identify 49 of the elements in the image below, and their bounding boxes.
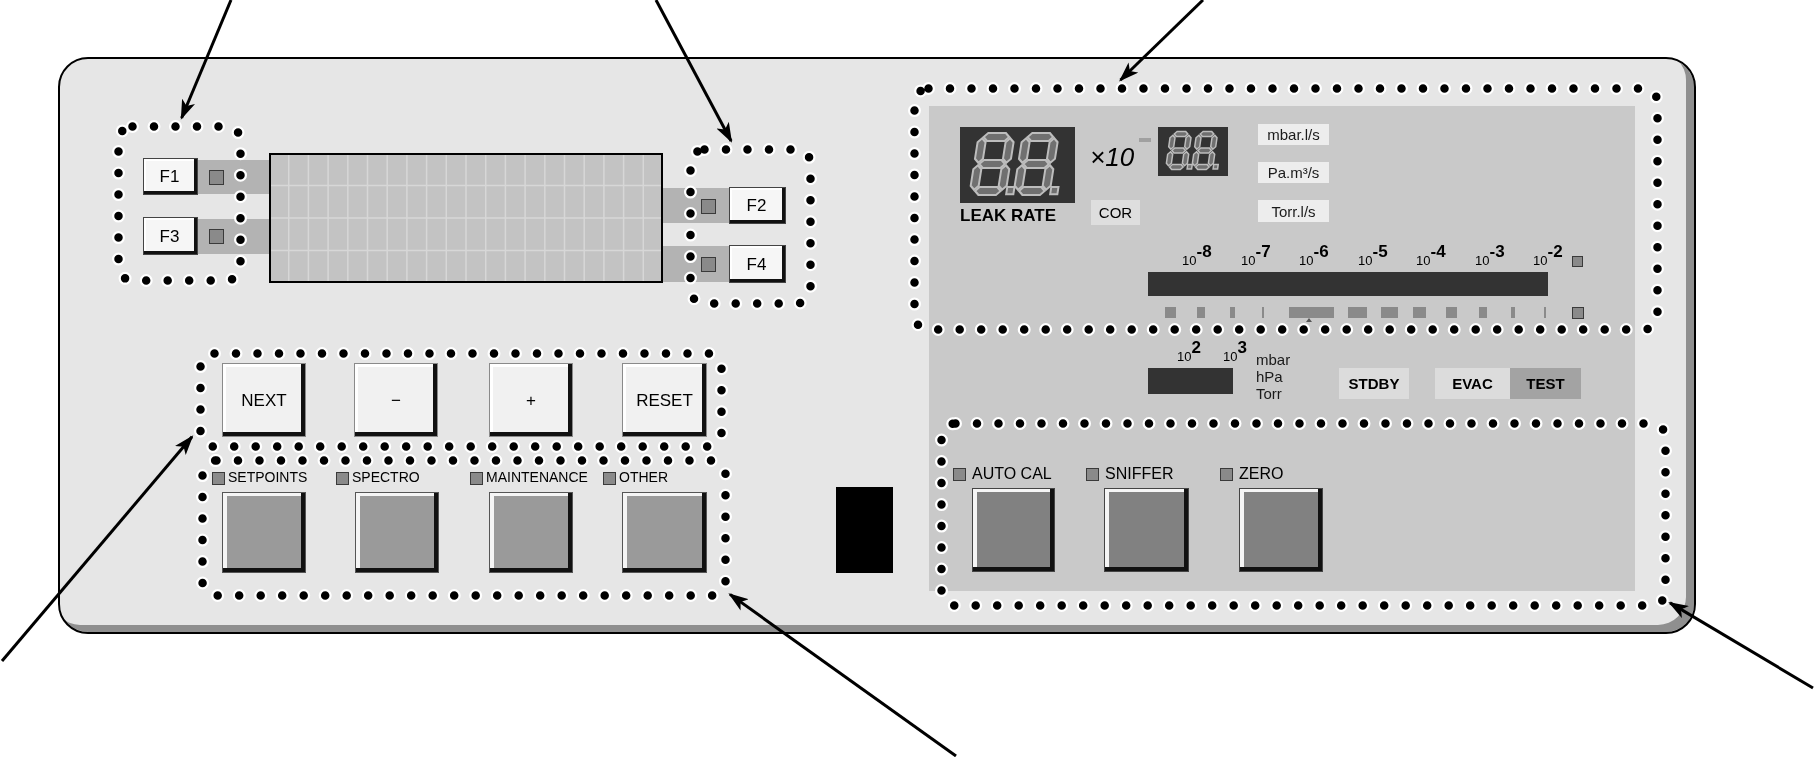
dotted-group-outline — [196, 454, 732, 602]
unit-label: Torr — [1256, 385, 1282, 402]
control-key: RESET — [622, 363, 707, 437]
dotted-group-outline — [684, 143, 817, 310]
unit-indicator: Torr.l/s — [1258, 200, 1329, 222]
mode-indicator: TEST — [1510, 368, 1581, 399]
pointer-arrow — [1668, 601, 1814, 690]
blank-key — [1104, 488, 1189, 572]
blank-key — [1239, 488, 1323, 572]
blank-key — [355, 492, 439, 573]
device-front-panel — [58, 57, 1696, 634]
key-caption: ZERO — [1239, 465, 1284, 483]
blank-key — [622, 492, 707, 573]
blank-key — [222, 492, 306, 573]
sensor-window — [836, 487, 893, 573]
function-key: F1 — [143, 158, 198, 195]
pointer-arrow — [180, 0, 233, 120]
key-caption: SETPOINTS — [228, 469, 308, 485]
control-key: NEXT — [222, 363, 306, 437]
control-key: − — [354, 363, 438, 437]
status-indicator: COR — [1091, 200, 1140, 225]
function-key: F2 — [729, 187, 786, 224]
blank-key — [972, 488, 1055, 572]
key-caption: SPECTRO — [352, 469, 420, 485]
display-caption: LEAK RATE — [960, 207, 1056, 225]
unit-label: hPa — [1256, 368, 1283, 385]
key-caption: OTHER — [619, 469, 668, 485]
unit-indicator: Pa.m³/s — [1258, 162, 1329, 183]
key-caption: MAINTENANCE — [486, 469, 588, 485]
pointer-arrow — [728, 593, 957, 757]
control-key: + — [489, 363, 573, 437]
dotted-group-outline — [908, 82, 1664, 336]
dotted-group-outline — [112, 120, 247, 287]
mode-indicator: STDBY — [1339, 368, 1409, 399]
key-caption: SNIFFER — [1105, 465, 1174, 483]
pointer-arrow — [1119, 0, 1205, 82]
mode-indicator: EVAC — [1435, 368, 1510, 399]
pointer-arrow — [0, 435, 194, 662]
unit-indicator: mbar.l/s — [1258, 124, 1329, 145]
bar-graph — [1148, 368, 1233, 394]
dotted-group-outline — [935, 417, 1672, 612]
function-key: F4 — [729, 245, 786, 283]
multiplier-label: ×10 — [1090, 143, 1135, 171]
unit-label: mbar — [1256, 351, 1291, 368]
blank-key — [489, 492, 573, 573]
dotted-group-outline — [194, 347, 728, 453]
key-caption: AUTO CAL — [972, 465, 1052, 483]
pointer-arrow — [654, 0, 733, 143]
function-key: F3 — [143, 217, 198, 255]
